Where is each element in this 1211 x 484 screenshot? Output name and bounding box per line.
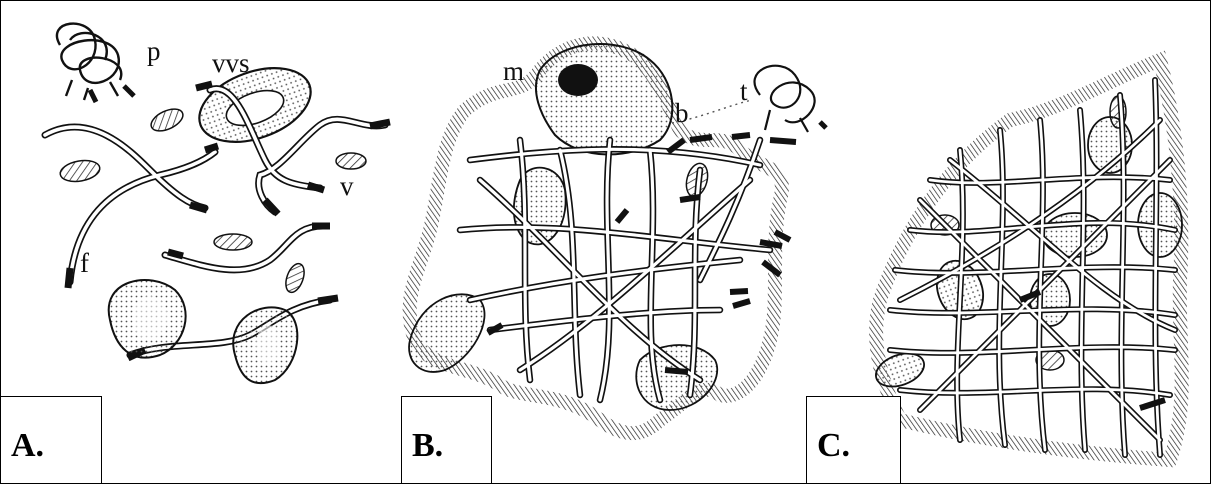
platelet-coil	[57, 24, 134, 102]
platelet-coil	[755, 66, 826, 132]
red-cell	[109, 280, 186, 358]
panel-label-c: C.	[806, 396, 901, 484]
hatched-particle	[214, 234, 252, 250]
panel-label-a: A.	[0, 396, 102, 484]
hatched-particle	[148, 105, 186, 136]
red-cell	[636, 345, 717, 410]
red-cell	[233, 307, 297, 383]
marker-t: t	[740, 76, 748, 106]
marker-vvs: vvs	[212, 48, 250, 78]
hatched-particle	[282, 261, 307, 295]
hatched-particle	[336, 153, 366, 169]
panel-c-drawing	[871, 60, 1182, 460]
cell-nucleus	[558, 64, 598, 96]
marker-m: m	[503, 56, 524, 86]
marker-f: f	[80, 248, 89, 278]
marker-p: p	[147, 36, 161, 66]
panel-b-drawing	[409, 43, 826, 433]
marker-v: v	[340, 171, 354, 201]
marker-b: b	[675, 98, 689, 128]
panel-label-b: B.	[401, 396, 492, 484]
hatched-particle	[59, 158, 102, 185]
